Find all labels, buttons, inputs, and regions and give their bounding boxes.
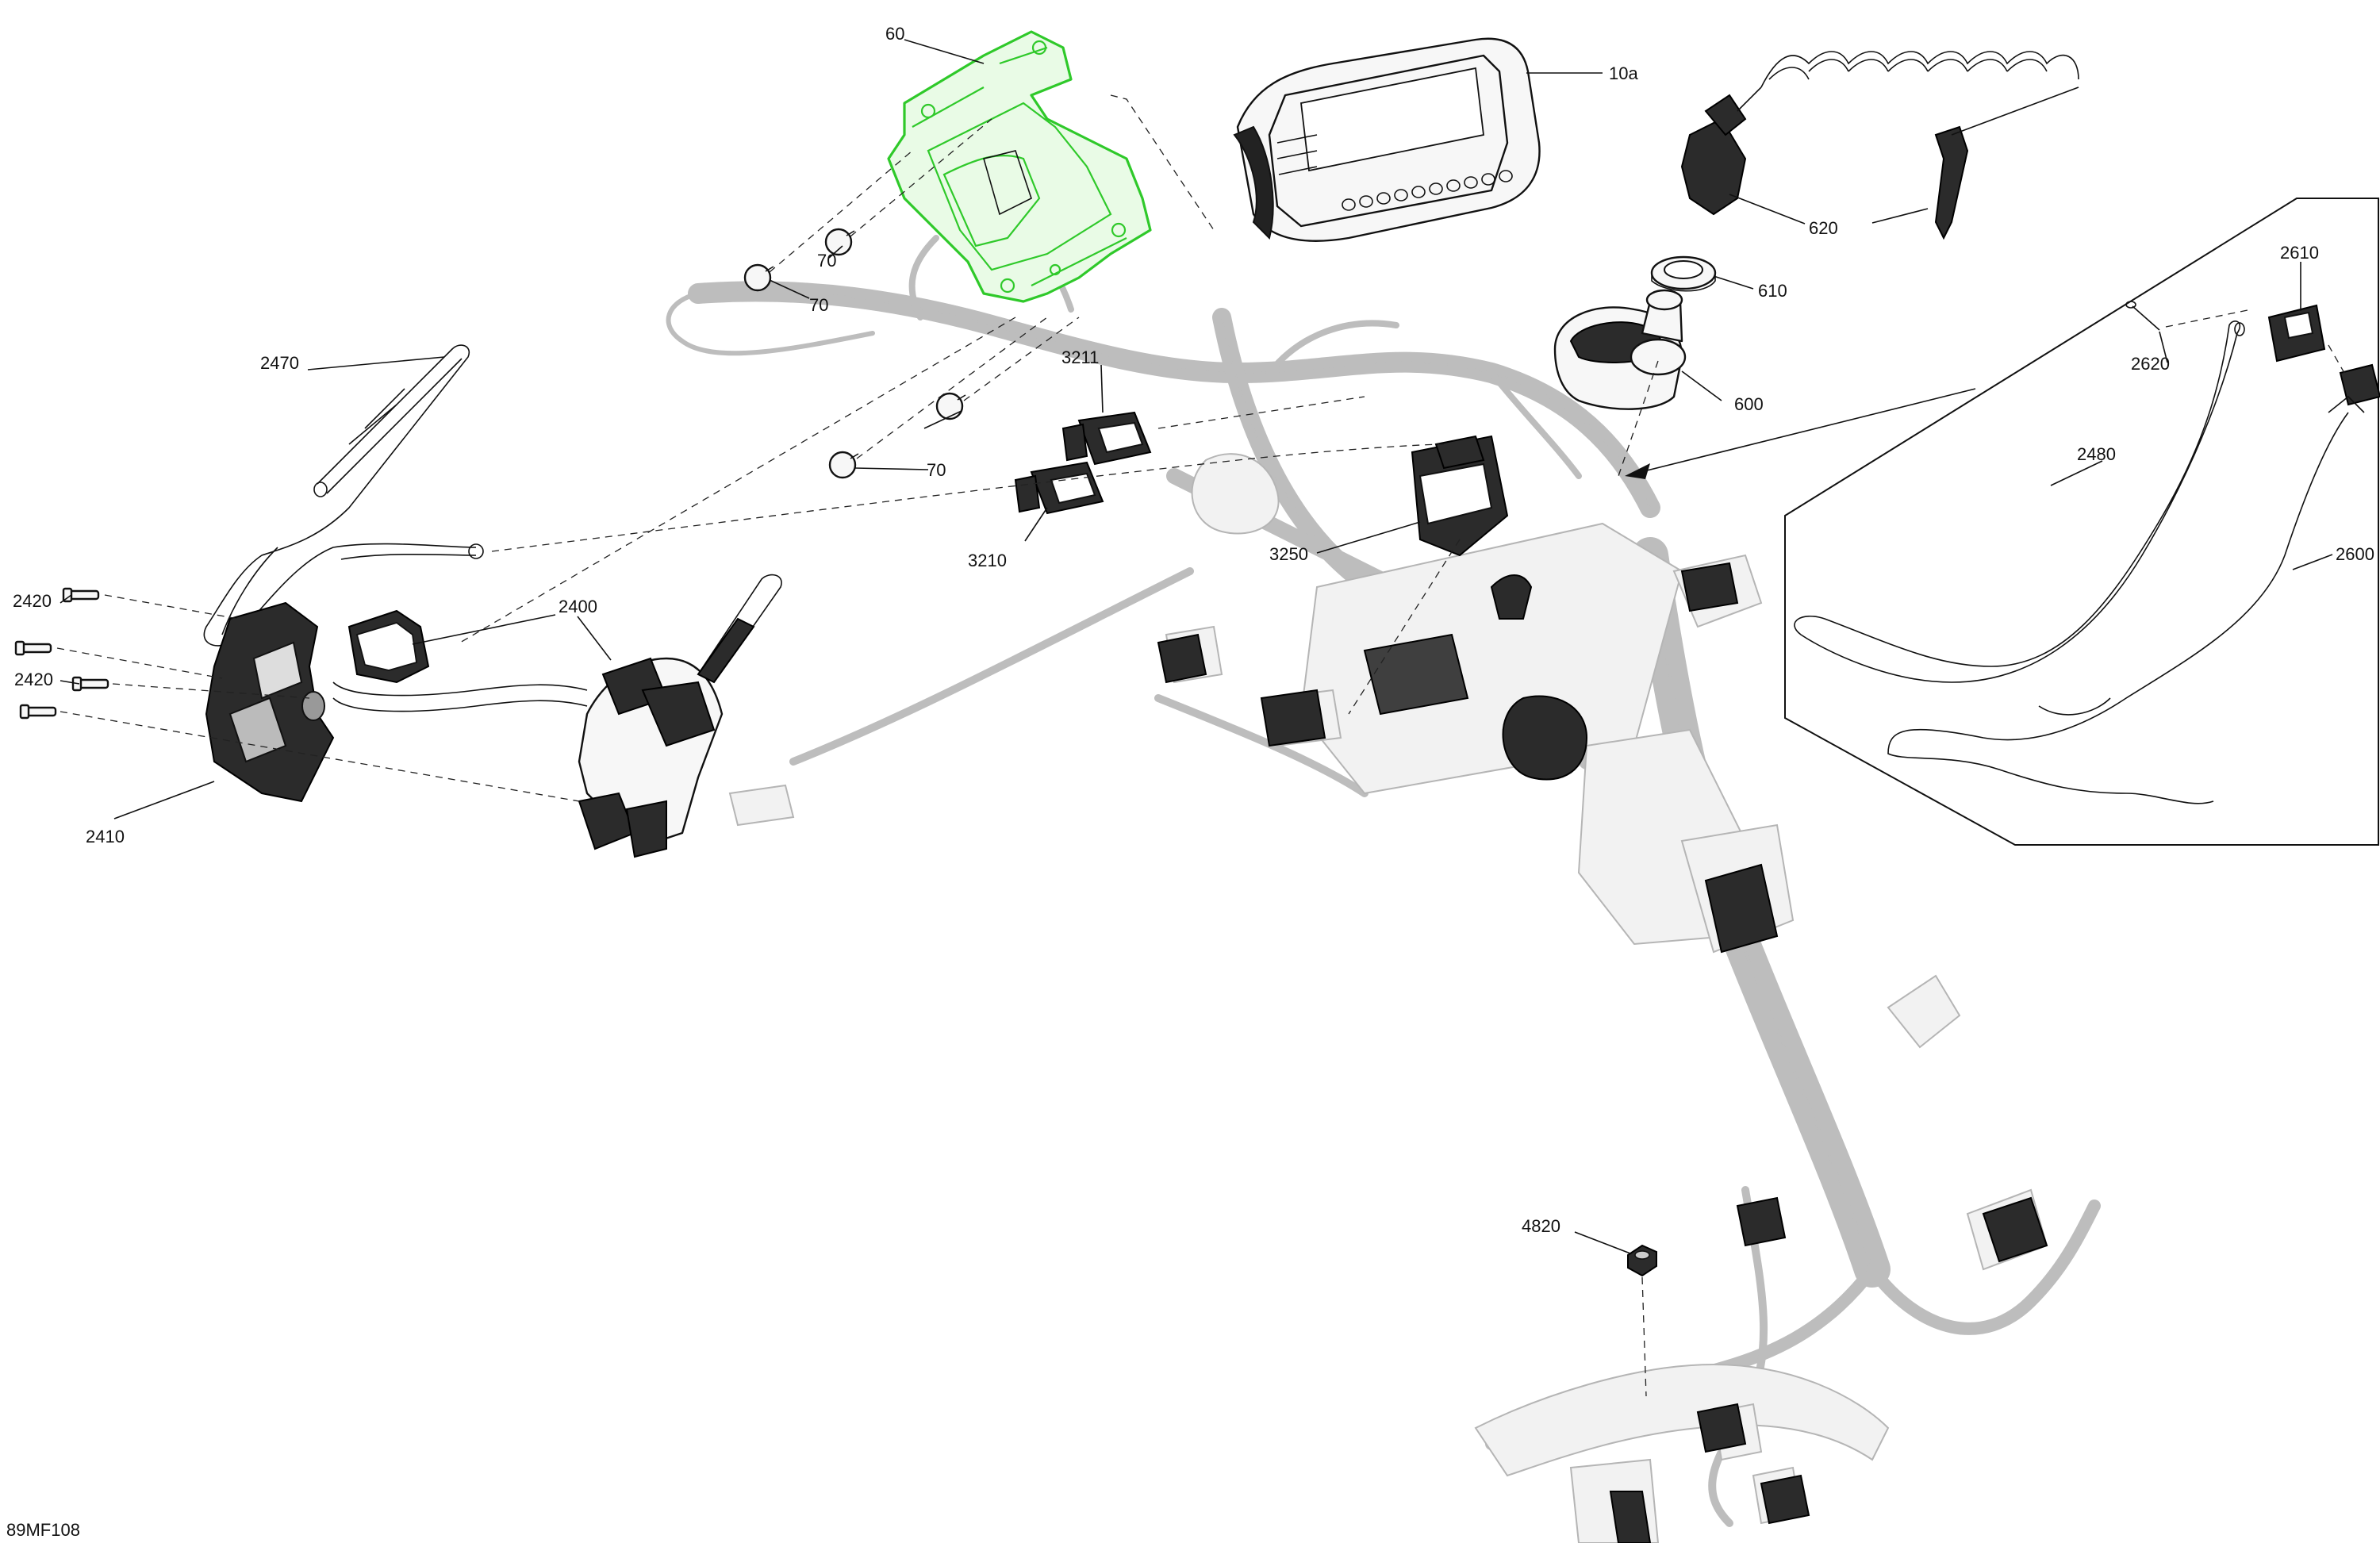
part-2400-switch-housing [332, 574, 782, 858]
callout-60: 60 [885, 24, 904, 44]
part-2480-cable [1794, 320, 2245, 716]
part-610-ring [1650, 255, 1717, 292]
callout-2400: 2400 [559, 597, 597, 616]
part-10a-display [1233, 37, 1541, 242]
inset-arrow [1625, 388, 1976, 479]
fasteners-2420 [14, 587, 109, 720]
callout-3211: 3211 [1061, 347, 1099, 367]
part-2610-connector [2267, 304, 2380, 413]
callout-2480: 2480 [2077, 444, 2116, 464]
callout-610: 610 [1758, 281, 1787, 301]
figure-code: 89MF108 [6, 1520, 80, 1540]
callout-70-b: 70 [817, 251, 836, 271]
callout-70-c: 70 [927, 460, 946, 480]
leader-lines [60, 39, 2333, 1254]
callout-2410: 2410 [86, 827, 125, 846]
callout-620: 620 [1809, 218, 1838, 238]
connector-3210 [1014, 461, 1104, 515]
part-2600-wire [1887, 412, 2349, 804]
callout-2620: 2620 [2131, 354, 2170, 374]
ghost-harness [666, 227, 2101, 1527]
assembly-lines [56, 94, 1659, 1397]
callout-70-a: 70 [809, 295, 828, 315]
callout-labels: 60 10a 620 610 600 70 70 70 3211 3210 32… [13, 24, 2374, 1236]
part-2410-housing [205, 601, 335, 803]
harness-connectors [1157, 562, 2048, 1543]
part-4820-nut [1627, 1244, 1657, 1277]
fasteners-70 [743, 228, 966, 479]
part-600-switch [1553, 289, 1687, 410]
callout-2420-a: 2420 [13, 591, 52, 611]
part-2620-pin [2125, 301, 2160, 331]
callout-10a: 10a [1609, 63, 1638, 83]
callout-3250: 3250 [1269, 544, 1308, 564]
callout-2420-b: 2420 [14, 670, 53, 689]
callout-2470: 2470 [260, 353, 299, 373]
part-620-tether [1680, 51, 2079, 240]
part-2470-hose [203, 344, 484, 647]
callout-3210: 3210 [968, 551, 1007, 570]
display-buttons [1342, 170, 1513, 211]
callout-4820: 4820 [1522, 1216, 1560, 1236]
detail-inset-panel [1784, 198, 2380, 846]
connector-3211 [1061, 411, 1152, 466]
part-3250-module [1411, 435, 1509, 557]
callout-2610: 2610 [2280, 243, 2319, 263]
callout-600: 600 [1734, 394, 1764, 414]
callout-2600: 2600 [2336, 544, 2374, 564]
part-60-bracket [887, 30, 1152, 303]
